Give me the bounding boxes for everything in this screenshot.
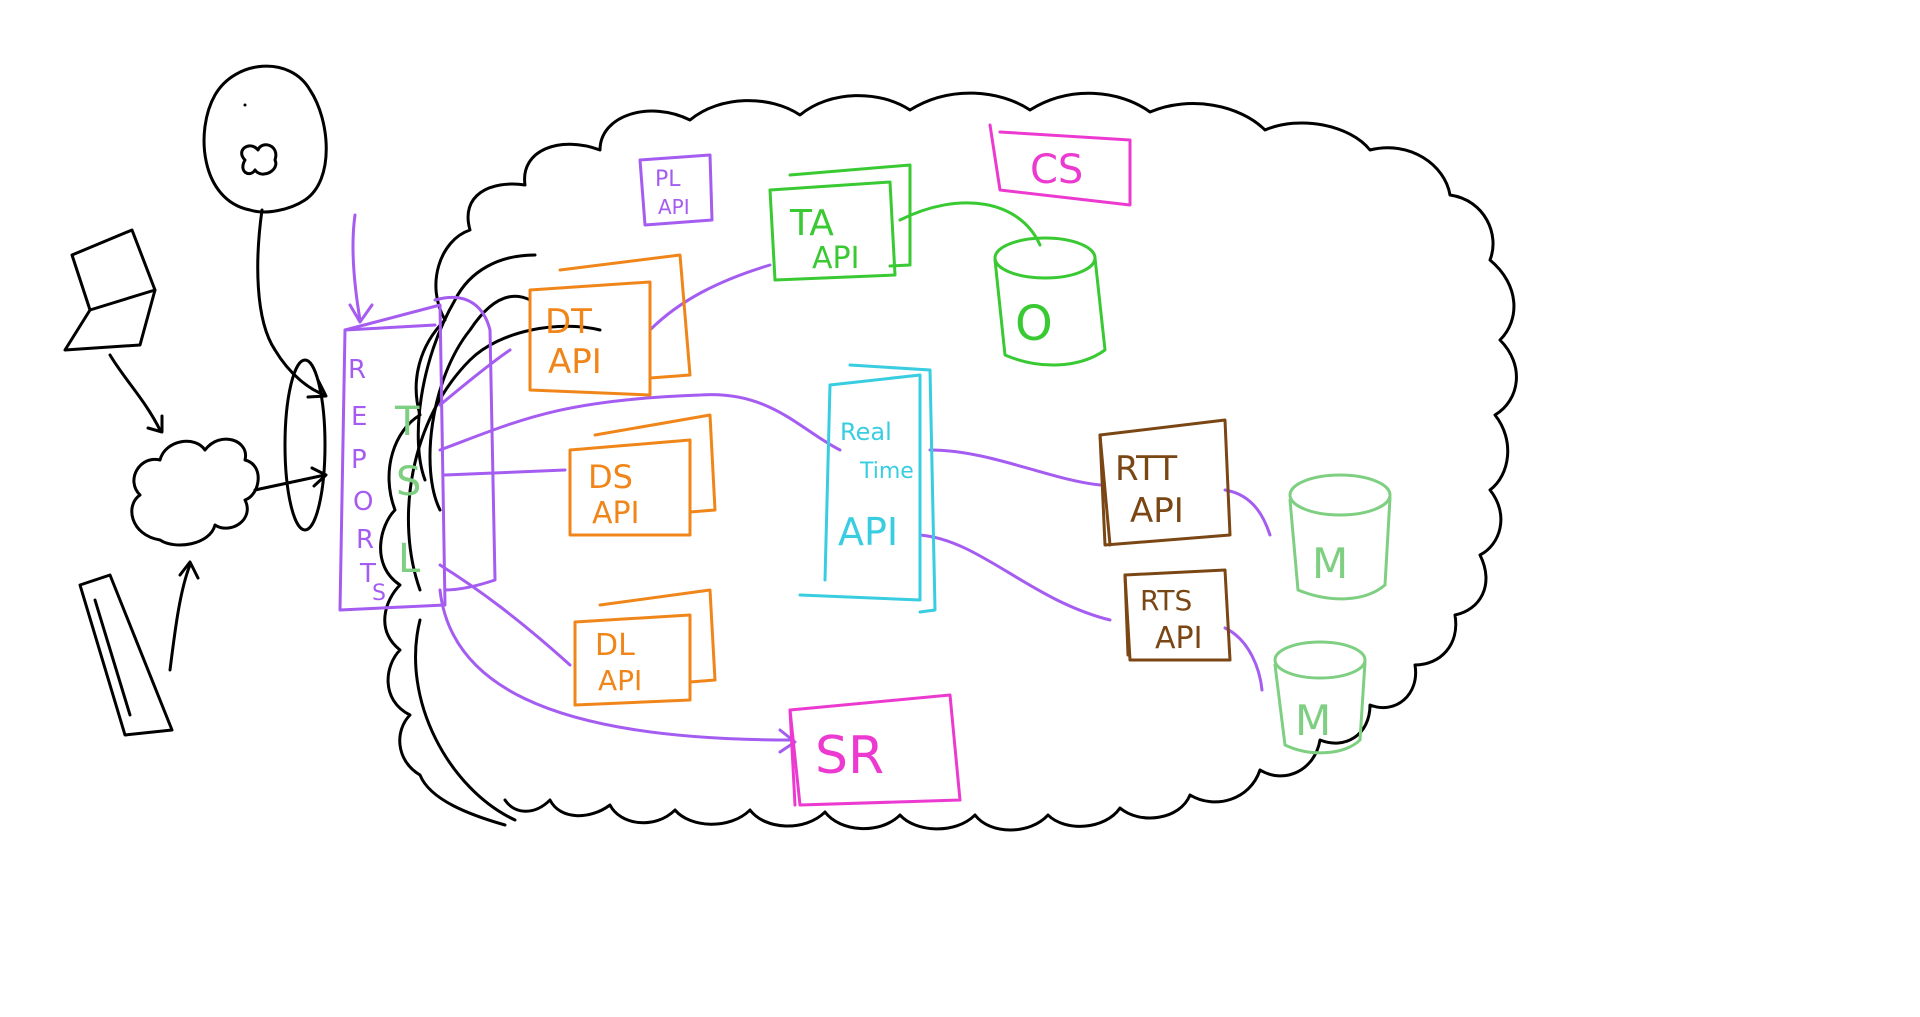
sr-label: SR bbox=[815, 726, 884, 786]
rts-api-box: RTS API bbox=[1123, 568, 1232, 662]
realtime-api-box: Real Time API bbox=[798, 363, 937, 614]
oracle-db-label: O bbox=[1015, 296, 1053, 352]
realtime-api-label-2: Time bbox=[859, 459, 914, 484]
cs-label: CS bbox=[1030, 147, 1083, 193]
cs-box: CS bbox=[988, 123, 1132, 207]
sr-box: SR bbox=[788, 693, 962, 807]
tsl-letter-t: T bbox=[394, 399, 420, 445]
database-m2-label: M bbox=[1295, 696, 1331, 745]
dl-api-box: DL API bbox=[573, 588, 717, 707]
dl-api-label-1: DL bbox=[595, 628, 635, 663]
pl-api-box: PL API bbox=[638, 153, 714, 227]
dl-api-label-2: API bbox=[598, 664, 642, 697]
ta-api-label-2: API bbox=[812, 241, 859, 276]
reports-letter-s: S bbox=[372, 581, 386, 606]
realtime-api-label-1: Real bbox=[840, 418, 892, 446]
reports-letter-t: T bbox=[359, 559, 376, 589]
reports-letter-r2: R bbox=[356, 525, 374, 555]
rtt-api-label-1: RTT bbox=[1115, 449, 1177, 489]
dt-api-box: DT API bbox=[528, 253, 692, 397]
ds-api-box: DS API bbox=[568, 413, 717, 537]
reports-connectors bbox=[438, 263, 1272, 754]
pl-api-label-2: API bbox=[658, 195, 690, 219]
tsl-letters: T S L bbox=[394, 399, 421, 582]
pl-api-label-1: PL bbox=[655, 167, 681, 192]
reports-letter-r: R bbox=[348, 355, 366, 385]
reports-letter-o: O bbox=[353, 487, 373, 517]
tsl-letter-l: L bbox=[398, 536, 421, 582]
tsl-letter-s: S bbox=[396, 459, 421, 505]
dt-api-label-1: DT bbox=[545, 302, 592, 342]
ta-api-label-1: TA bbox=[789, 203, 834, 244]
database-m2-icon: M bbox=[1273, 640, 1367, 755]
reports-letter-p: P bbox=[351, 445, 367, 475]
internet-cloud-icon bbox=[130, 437, 328, 547]
mobile-device-icon bbox=[78, 560, 200, 737]
service-cloud-icon bbox=[379, 91, 1518, 832]
laptop-icon bbox=[63, 228, 164, 434]
database-m1-label: M bbox=[1312, 539, 1348, 588]
reports-letter-e: E bbox=[351, 402, 367, 432]
ta-api-box: TA API bbox=[768, 163, 1042, 282]
database-icon: O bbox=[993, 236, 1107, 367]
tsl-box bbox=[433, 295, 497, 592]
rts-api-label-1: RTS bbox=[1140, 584, 1192, 617]
user-thought-bubble-icon bbox=[202, 64, 328, 399]
rts-api-label-2: API bbox=[1155, 621, 1202, 656]
database-m1-icon: M bbox=[1288, 473, 1392, 601]
rtt-api-label-2: API bbox=[1130, 491, 1184, 531]
rtt-api-box: RTT API bbox=[1098, 418, 1232, 547]
ds-api-label-1: DS bbox=[588, 458, 633, 496]
dt-api-label-2: API bbox=[548, 342, 602, 382]
reports-box bbox=[338, 213, 447, 612]
ds-api-label-2: API bbox=[592, 496, 639, 531]
reports-letters: R E P O R T S bbox=[348, 355, 386, 606]
gateway-icon bbox=[283, 358, 327, 532]
realtime-api-label-3: API bbox=[838, 510, 898, 554]
